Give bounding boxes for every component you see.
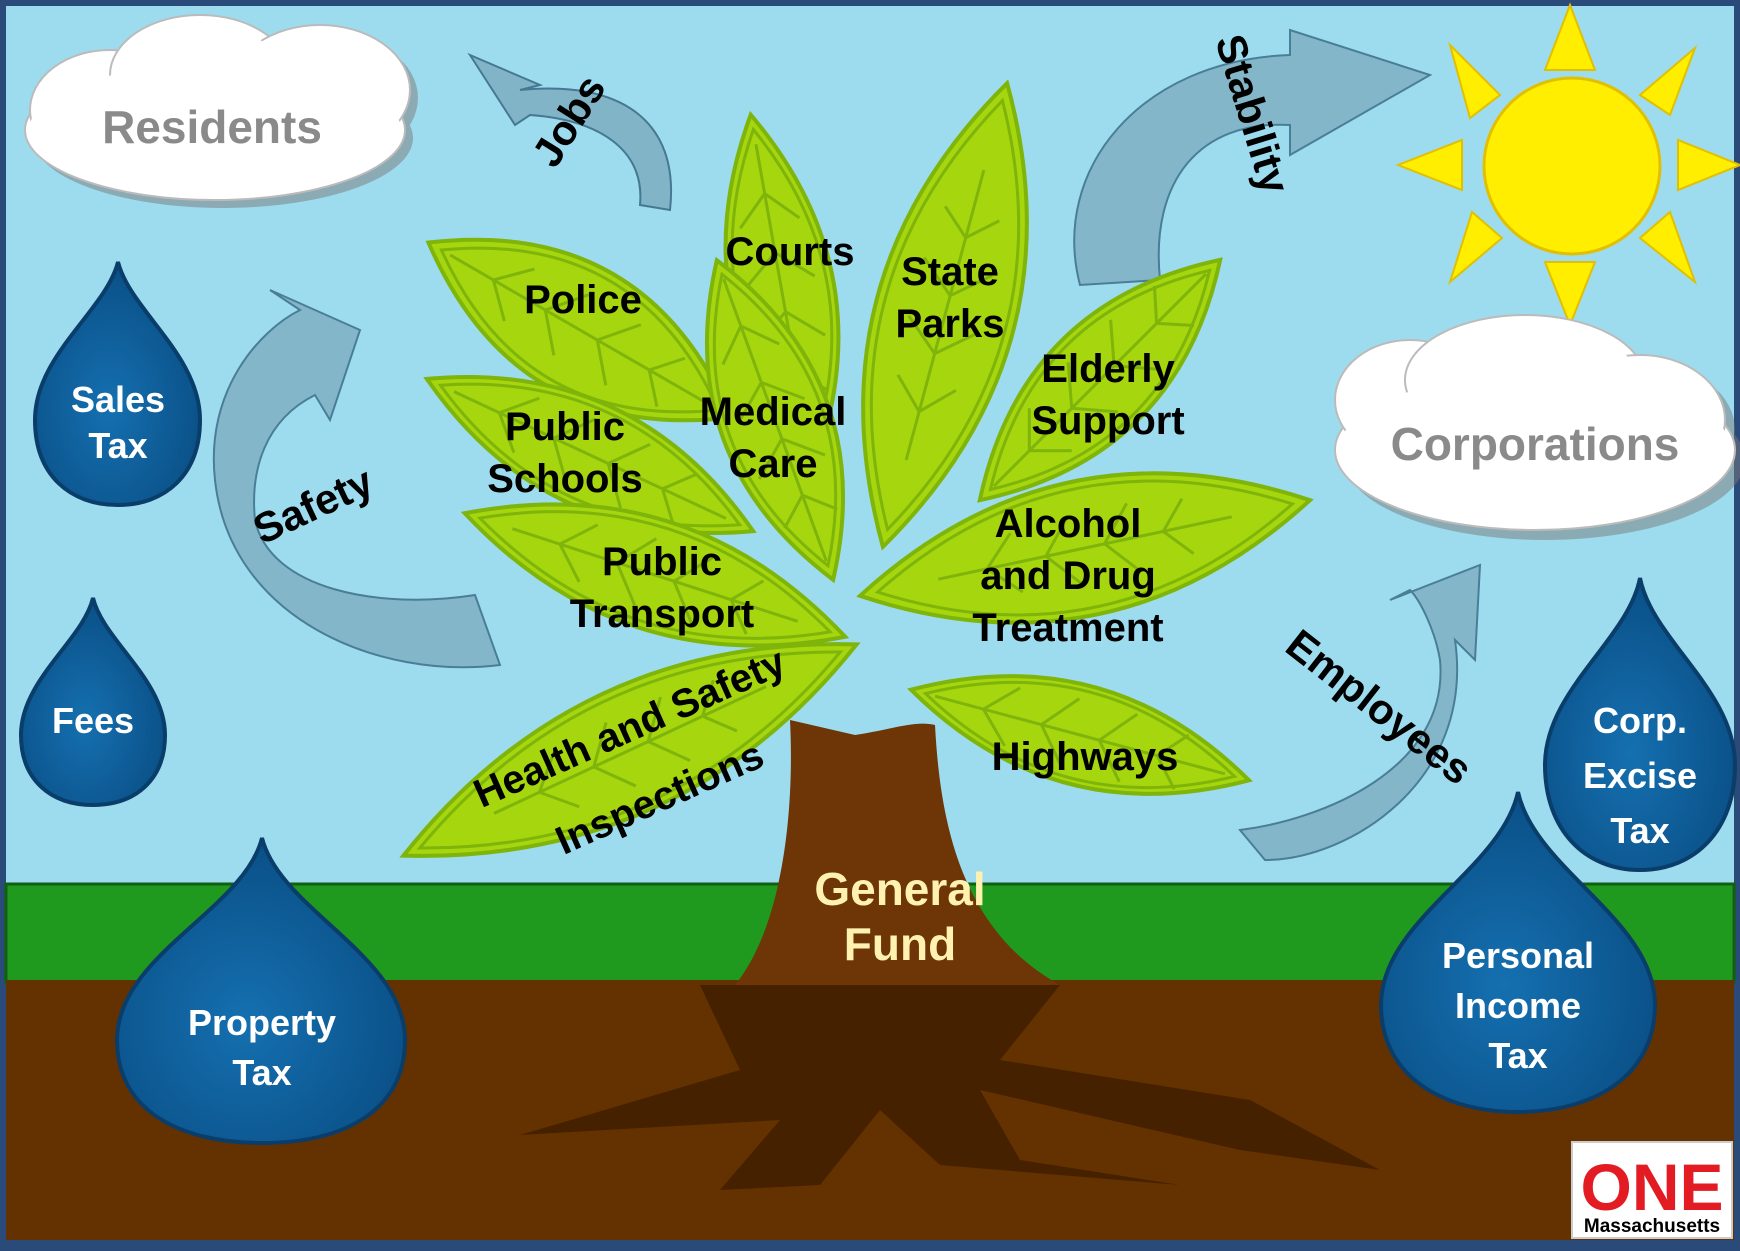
state-parks-line1: State (901, 250, 999, 294)
public-schools-line2: Schools (487, 457, 643, 501)
corp-excise-line1: Corp. (1593, 700, 1687, 741)
public-transport-line1: Public (602, 540, 722, 584)
police-label: Police (524, 278, 642, 322)
leaf-public-transport (460, 493, 850, 657)
cloud-corporations: Corporations (1334, 314, 1740, 540)
general-fund-line1: General (814, 863, 985, 915)
leaf-medical-care (689, 256, 861, 584)
tree-roots (520, 985, 1380, 1190)
leaf-highways (907, 660, 1253, 810)
tree-leaves (399, 79, 1314, 858)
corporations-label: Corporations (1391, 418, 1680, 470)
logo-massachusetts: Massachusetts (1584, 1216, 1720, 1237)
personal-income-line3: Tax (1488, 1035, 1547, 1076)
alcohol-drug-line1: Alcohol (995, 502, 1142, 546)
highways-label: Highways (992, 735, 1179, 779)
leaf-state-parks (861, 79, 1029, 551)
leaf-health-safety (399, 642, 861, 858)
alcohol-drug-line3: Treatment (972, 606, 1163, 650)
one-massachusetts-logo: ONE Massachusetts (1571, 1141, 1733, 1239)
general-fund-line2: Fund (844, 918, 956, 970)
corp-excise-line3: Tax (1610, 810, 1669, 851)
drop-fees: Fees (18, 597, 168, 808)
courts-label: Courts (726, 230, 855, 274)
sun (1395, 2, 1740, 328)
drop-personal-income-tax: Personal Income Tax (1378, 791, 1658, 1115)
state-parks-line2: Parks (896, 302, 1005, 346)
flow-arrows (212, 28, 1482, 862)
sales-tax-line1: Sales (71, 379, 165, 420)
sales-tax-line2: Tax (88, 425, 147, 466)
property-tax-line1: Property (188, 1002, 336, 1043)
leaf-elderly-support (967, 247, 1233, 513)
public-schools-line1: Public (505, 405, 625, 449)
tree-trunk (735, 720, 1060, 985)
elderly-support-line2: Support (1031, 399, 1184, 443)
leaf-public-schools (423, 358, 757, 552)
public-transport-line2: Transport (570, 592, 754, 636)
elderly-support-line1: Elderly (1041, 347, 1175, 391)
logo-one: ONE (1580, 1150, 1723, 1224)
drop-sales-tax: Sales Tax (32, 261, 203, 508)
drop-property-tax: Property Tax (114, 837, 408, 1146)
leaf-alcohol-drug (856, 471, 1314, 625)
medical-care-line1: Medical (700, 390, 847, 434)
drop-corp-excise-tax: Corp. Excise Tax (1542, 577, 1738, 873)
fees-label: Fees (52, 700, 134, 741)
personal-income-line1: Personal (1442, 935, 1594, 976)
corp-excise-line2: Excise (1583, 755, 1697, 796)
medical-care-line2: Care (729, 442, 818, 486)
property-tax-line2: Tax (232, 1052, 291, 1093)
alcohol-drug-line2: and Drug (980, 554, 1156, 598)
personal-income-line2: Income (1455, 985, 1581, 1026)
residents-label: Residents (102, 101, 322, 153)
cloud-residents: Residents (24, 14, 418, 208)
